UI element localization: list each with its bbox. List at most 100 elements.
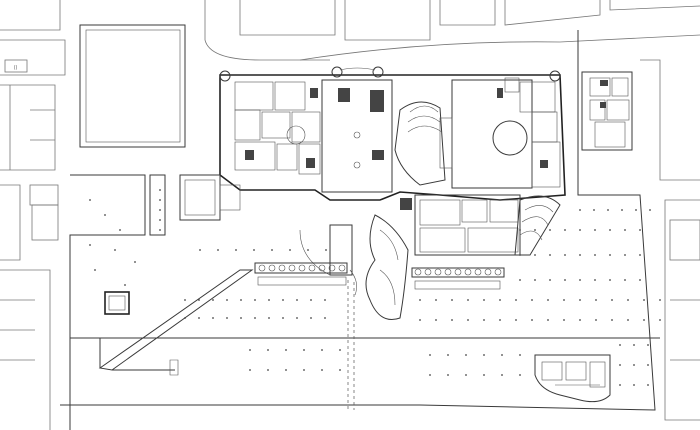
grid-dot — [419, 319, 421, 321]
grid-dot — [296, 299, 298, 301]
grid-dot — [579, 279, 581, 281]
grid-dot — [564, 254, 566, 256]
grid-dot — [89, 199, 91, 201]
grid-dot — [621, 209, 623, 211]
tree-row — [258, 264, 502, 276]
grid-dot — [633, 384, 635, 386]
grid-dot — [114, 249, 116, 251]
grid-dot — [659, 319, 661, 321]
grid-dot — [519, 354, 521, 356]
grid-dot — [515, 319, 517, 321]
grid-dot — [633, 364, 635, 366]
grid-dot — [339, 369, 341, 371]
grid-dot — [519, 374, 521, 376]
site-boundary — [60, 30, 660, 430]
grid-dot — [579, 254, 581, 256]
grid-dot — [547, 319, 549, 321]
plaza-grid-dots — [89, 189, 661, 386]
annex-building — [581, 71, 633, 151]
grid-dot — [104, 214, 106, 216]
grid-dot — [643, 299, 645, 301]
grid-dot — [563, 299, 565, 301]
grid-dot — [624, 279, 626, 281]
grid-dot — [579, 319, 581, 321]
grid-dot — [212, 317, 214, 319]
grid-dot — [184, 317, 186, 319]
grid-dot — [282, 317, 284, 319]
grid-dot — [296, 317, 298, 319]
grid-dot — [226, 317, 228, 319]
grid-dot — [595, 299, 597, 301]
grid-dot — [198, 317, 200, 319]
grid-dot — [609, 229, 611, 231]
grid-dot — [635, 209, 637, 211]
grid-dot — [519, 279, 521, 281]
grid-dot — [89, 244, 91, 246]
grid-dot — [119, 229, 121, 231]
plaza — [98, 214, 611, 410]
grid-dot — [534, 254, 536, 256]
grid-dot — [159, 209, 161, 211]
grid-dot — [501, 354, 503, 356]
grid-dot — [240, 299, 242, 301]
grid-dot — [624, 229, 626, 231]
grid-dot — [607, 209, 609, 211]
grid-dot — [285, 369, 287, 371]
grid-dot — [609, 254, 611, 256]
grid-dot — [429, 374, 431, 376]
grid-dot — [310, 299, 312, 301]
grid-dot — [564, 229, 566, 231]
grid-dot — [647, 384, 649, 386]
grid-dot — [501, 374, 503, 376]
grid-dot — [212, 299, 214, 301]
grid-dot — [659, 299, 661, 301]
grid-dot — [594, 229, 596, 231]
grid-dot — [159, 189, 161, 191]
grid-dot — [254, 317, 256, 319]
grid-dot — [217, 249, 219, 251]
grid-dot — [435, 299, 437, 301]
grid-dot — [267, 369, 269, 371]
grid-dot — [564, 279, 566, 281]
grid-dot — [483, 299, 485, 301]
grid-dot — [499, 319, 501, 321]
grid-dot — [271, 249, 273, 251]
grid-dot — [611, 299, 613, 301]
grid-dot — [639, 229, 641, 231]
grid-dot — [534, 229, 536, 231]
corner-tag: [] — [14, 65, 18, 70]
grid-dot — [531, 319, 533, 321]
grid-dot — [324, 299, 326, 301]
grid-dot — [627, 299, 629, 301]
grid-dot — [159, 199, 161, 201]
grid-dot — [447, 374, 449, 376]
grid-dot — [307, 249, 309, 251]
grid-dot — [465, 354, 467, 356]
grid-dot — [451, 319, 453, 321]
grid-dot — [483, 354, 485, 356]
grid-dot — [467, 319, 469, 321]
grid-dot — [199, 249, 201, 251]
grid-dot — [624, 254, 626, 256]
grid-dot — [321, 349, 323, 351]
grid-dot — [619, 384, 621, 386]
grid-dot — [134, 261, 136, 263]
grid-dot — [447, 354, 449, 356]
grid-dot — [435, 319, 437, 321]
grid-dot — [184, 299, 186, 301]
grid-dot — [519, 229, 521, 231]
grid-dot — [549, 254, 551, 256]
grid-dot — [647, 344, 649, 346]
grid-dot — [235, 249, 237, 251]
grid-dot — [649, 209, 651, 211]
grid-dot — [465, 374, 467, 376]
grid-dot — [324, 317, 326, 319]
grid-dot — [519, 254, 521, 256]
grid-dot — [595, 319, 597, 321]
grid-dot — [325, 249, 327, 251]
grid-dot — [549, 229, 551, 231]
grid-dot — [303, 349, 305, 351]
grid-dot — [483, 374, 485, 376]
grid-dot — [159, 229, 161, 231]
